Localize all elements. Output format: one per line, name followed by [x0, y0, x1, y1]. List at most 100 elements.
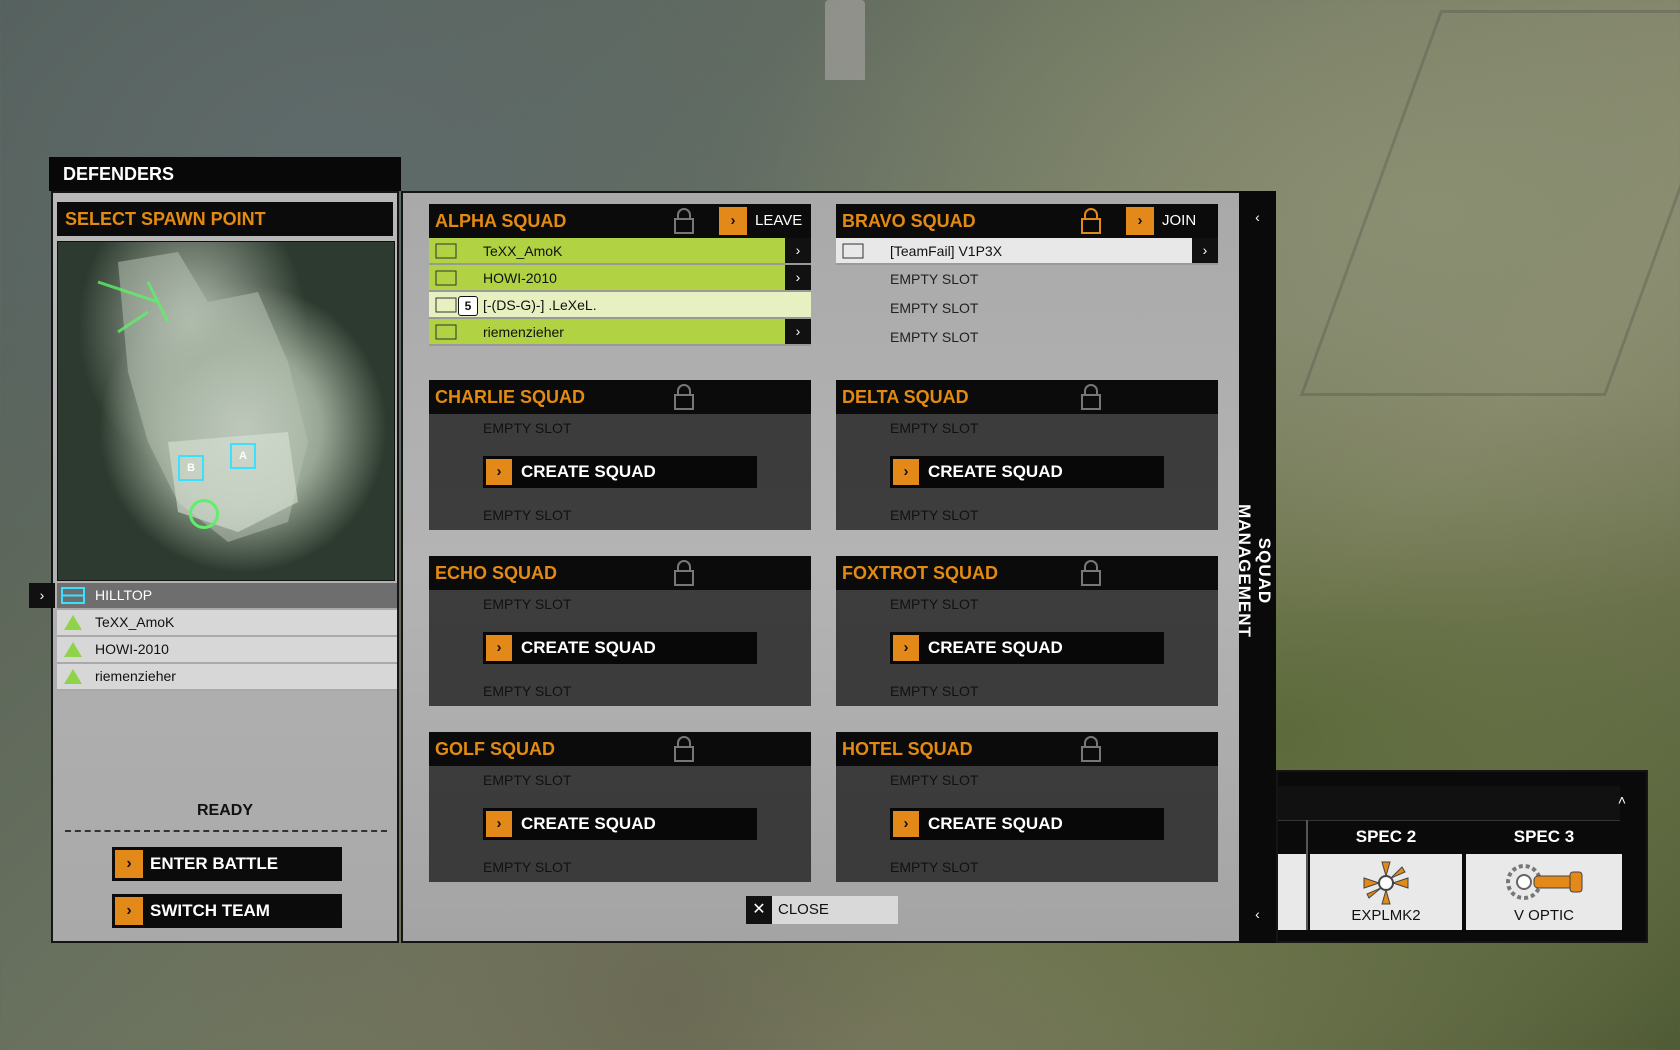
- create-squad-label: CREATE SQUAD: [928, 638, 1063, 657]
- chevron-left-icon[interactable]: ‹: [1255, 209, 1260, 225]
- create-squad-button[interactable]: › CREATE SQUAD: [890, 632, 1164, 664]
- arrow-right-icon: ›: [1126, 207, 1154, 235]
- rank-icon: [435, 297, 457, 313]
- squad-name: GOLF SQUAD: [435, 739, 555, 759]
- squad-name: HOTEL SQUAD: [842, 739, 973, 759]
- arrow-right-icon: ›: [719, 207, 747, 235]
- close-button[interactable]: ✕ CLOSE: [746, 896, 898, 924]
- empty-slot: EMPTY SLOT: [890, 596, 979, 612]
- background-lighthouse: [825, 0, 865, 80]
- empty-slot: EMPTY SLOT: [483, 507, 572, 523]
- rank-icon: [435, 270, 457, 286]
- create-squad-button[interactable]: ›CREATE SQUAD: [890, 808, 1164, 840]
- empty-slot: EMPTY SLOT: [483, 683, 572, 699]
- member-options-arrow-icon[interactable]: ›: [785, 319, 811, 344]
- empty-slot: EMPTY SLOT: [483, 596, 572, 612]
- squad-member-self[interactable]: 5 [-(DS-G)-] .LeXeL.: [429, 292, 811, 319]
- join-squad-button[interactable]: › JOIN: [1126, 207, 1196, 235]
- spec-2-header: SPEC 2: [1355, 827, 1417, 846]
- squad-header: HOTEL SQUAD: [836, 732, 1218, 766]
- create-squad-button[interactable]: › CREATE SQUAD: [483, 808, 757, 840]
- echo-squad: ECHO SQUAD EMPTY SLOT EMPTY SLOT ›CREATE…: [429, 556, 811, 706]
- spec-3-header: SPEC 3: [1513, 827, 1575, 846]
- create-squad-button[interactable]: ›CREATE SQUAD: [483, 456, 757, 488]
- empty-slot: EMPTY SLOT: [890, 772, 979, 788]
- objective-marker-b[interactable]: B: [178, 455, 204, 481]
- column-divider: [1306, 820, 1308, 930]
- squad-member[interactable]: [TeamFail] V1P3X ›: [836, 238, 1218, 265]
- spec-3-cell[interactable]: V OPTIC: [1466, 854, 1622, 930]
- squad-member[interactable]: TeXX_AmoK ›: [429, 238, 811, 265]
- squad-body: EMPTY SLOT EMPTY SLOT ›CREATE SQUAD: [429, 590, 811, 706]
- squad-name: FOXTROT SQUAD: [842, 563, 998, 583]
- lock-icon[interactable]: [1080, 736, 1102, 762]
- hotel-squad: HOTEL SQUAD EMPTY SLOT EMPTY SLOT ›CREAT…: [836, 732, 1218, 882]
- switch-team-label: SWITCH TEAM: [150, 901, 270, 920]
- squad-management-sidebar[interactable]: ‹ SQUAD MANAGEMENT ‹: [1235, 191, 1276, 943]
- squad-mate-icon: [64, 669, 82, 684]
- squad-mate-icon: [64, 642, 82, 657]
- lock-icon[interactable]: [673, 384, 695, 410]
- optic-icon: [1506, 864, 1583, 900]
- squad-header: FOXTROT SQUAD: [836, 556, 1218, 590]
- member-options-arrow-icon[interactable]: ›: [785, 265, 811, 290]
- spawn-point-player[interactable]: TeXX_AmoK: [57, 610, 397, 637]
- join-label: JOIN: [1162, 212, 1197, 229]
- base-icon: [61, 587, 85, 604]
- lock-icon[interactable]: [673, 208, 695, 234]
- lock-icon[interactable]: [1080, 384, 1102, 410]
- bravo-squad: BRAVO SQUAD › JOIN [TeamFail] V1P3X › EMP…: [836, 204, 1218, 352]
- spec-2-cell[interactable]: EXPLMK2: [1310, 854, 1462, 930]
- close-icon: ✕: [746, 896, 772, 924]
- arrow-right-icon: ›: [486, 811, 512, 837]
- spawn-ring-icon[interactable]: [189, 499, 219, 529]
- squad-header: ALPHA SQUAD ›LEAVE: [429, 204, 811, 238]
- minimap[interactable]: A B: [57, 241, 395, 581]
- empty-slot: EMPTY SLOT: [890, 859, 979, 875]
- create-squad-label: CREATE SQUAD: [521, 462, 656, 481]
- golf-squad: GOLF SQUAD EMPTY SLOT EMPTY SLOT ›CREATE…: [429, 732, 811, 882]
- rank-icon: [435, 324, 457, 340]
- spawn-point-hilltop[interactable]: › HILLTOP: [29, 583, 397, 610]
- spawn-point-label: riemenzieher: [95, 668, 176, 684]
- squad-member[interactable]: HOWI-2010 ›: [429, 265, 811, 292]
- lock-icon[interactable]: [673, 560, 695, 586]
- member-options-arrow-icon[interactable]: ›: [1192, 238, 1218, 263]
- squad-name: BRAVO SQUAD: [842, 211, 976, 231]
- squad-header: DELTA SQUAD: [836, 380, 1218, 414]
- selected-arrow-icon: ›: [29, 583, 55, 608]
- lock-icon[interactable]: [1080, 208, 1102, 234]
- member-options-arrow-icon[interactable]: ›: [785, 238, 811, 263]
- lock-icon[interactable]: [1080, 560, 1102, 586]
- squad-header: BRAVO SQUAD › JOIN: [836, 204, 1218, 238]
- create-squad-label: CREATE SQUAD: [928, 814, 1063, 833]
- ready-label: READY: [196, 802, 253, 819]
- arrow-right-icon: ›: [893, 635, 919, 661]
- sidebar-label: SQUAD MANAGEMENT: [1235, 504, 1274, 638]
- alpha-squad: ALPHA SQUAD ›LEAVE TeXX_AmoK › HOWI-2010…: [429, 204, 811, 346]
- create-squad-label: CREATE SQUAD: [521, 814, 656, 833]
- create-squad-button[interactable]: ›CREATE SQUAD: [890, 456, 1164, 488]
- chevron-up-icon[interactable]: ˄: [1617, 792, 1626, 808]
- create-squad-button[interactable]: ›CREATE SQUAD: [483, 632, 757, 664]
- squad-body: EMPTY SLOT EMPTY SLOT ›CREATE SQUAD: [836, 590, 1218, 706]
- spec-1-cell-partial[interactable]: [1278, 854, 1306, 930]
- minimap-terrain: [97, 252, 308, 542]
- spawn-point-label: HILLTOP: [95, 587, 153, 603]
- objective-marker-a[interactable]: A: [230, 443, 256, 469]
- chevron-left-icon[interactable]: ‹: [1255, 906, 1260, 922]
- lock-icon[interactable]: [673, 736, 695, 762]
- squad-member[interactable]: riemenzieher ›: [429, 319, 811, 346]
- spawn-point-player[interactable]: riemenzieher: [57, 664, 397, 691]
- squad-body: EMPTY SLOT EMPTY SLOT ›CREATE SQUAD: [429, 766, 811, 882]
- switch-team-button[interactable]: › SWITCH TEAM: [112, 894, 342, 928]
- empty-slot: EMPTY SLOT: [483, 772, 572, 788]
- squad-body: EMPTY SLOT EMPTY SLOT ›CREATE SQUAD: [429, 414, 811, 530]
- enter-battle-button[interactable]: › ENTER BATTLE: [112, 847, 342, 881]
- spawn-point-player[interactable]: HOWI-2010: [57, 637, 397, 664]
- leave-squad-button[interactable]: ›LEAVE: [719, 207, 802, 235]
- empty-slot: EMPTY SLOT: [890, 300, 979, 316]
- empty-slot: EMPTY SLOT: [890, 507, 979, 523]
- empty-slot: EMPTY SLOT: [890, 329, 979, 345]
- create-squad-label: CREATE SQUAD: [521, 638, 656, 657]
